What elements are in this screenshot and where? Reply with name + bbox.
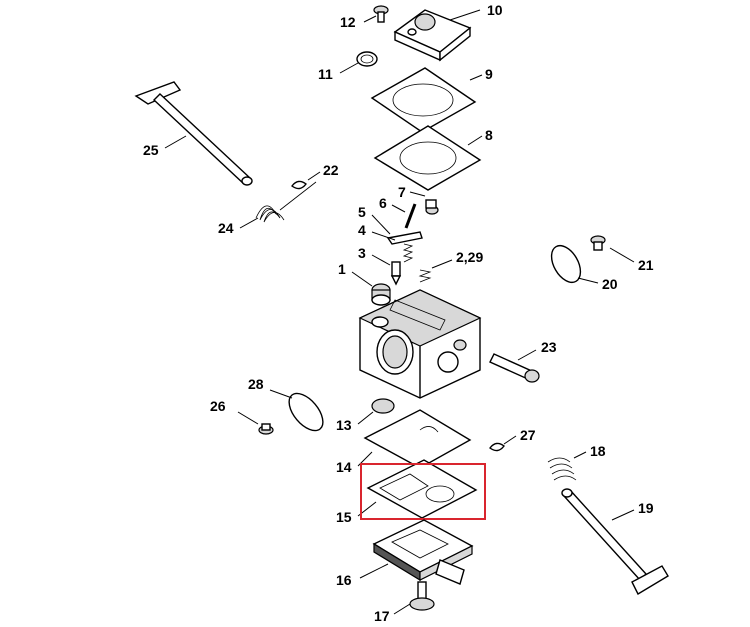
part-8-gasket[interactable] <box>373 125 483 191</box>
label-8: 8 <box>485 127 493 143</box>
label-22: 22 <box>323 162 339 178</box>
part-9-pump-diaphragm[interactable] <box>370 67 483 133</box>
part-6-pin[interactable] <box>391 203 417 229</box>
label-6: 6 <box>379 195 387 211</box>
part-16-metering-cover[interactable] <box>359 519 474 585</box>
label-28: 28 <box>248 376 264 392</box>
part-26-screw[interactable] <box>237 411 274 435</box>
label-27: 27 <box>520 427 536 443</box>
part-25-throttle-shaft[interactable] <box>134 81 253 186</box>
label-5: 5 <box>358 204 366 220</box>
label-13: 13 <box>336 417 352 433</box>
label-19: 19 <box>638 500 654 516</box>
part-15-highlight-box <box>360 463 486 520</box>
part-3-inlet-needle[interactable] <box>371 254 402 286</box>
part-19-choke-shaft[interactable] <box>561 488 669 595</box>
part-24-torsion-spring[interactable] <box>239 181 317 229</box>
part-13-fuel-screen[interactable] <box>357 398 395 425</box>
label-26: 26 <box>210 398 226 414</box>
label-16: 16 <box>336 572 352 588</box>
part-7-screw[interactable] <box>409 191 439 215</box>
label-11: 11 <box>318 66 333 82</box>
part-23-adjusting-screw[interactable] <box>489 349 540 383</box>
label-10: 10 <box>487 2 503 18</box>
label-17: 17 <box>374 608 390 624</box>
label-1: 1 <box>338 261 346 277</box>
label-9: 9 <box>485 66 493 82</box>
label-21: 21 <box>638 257 654 273</box>
part-17-screw[interactable] <box>393 581 435 615</box>
label-4: 4 <box>358 222 366 238</box>
label-14: 14 <box>336 459 352 475</box>
label-12: 12 <box>340 14 356 30</box>
part-12-screw[interactable] <box>363 5 389 23</box>
part-11-o-ring[interactable] <box>339 51 378 74</box>
label-20: 20 <box>602 276 618 292</box>
label-2-29: 2,29 <box>456 249 483 265</box>
part-10-pump-cover[interactable] <box>393 9 481 62</box>
label-24: 24 <box>218 220 234 236</box>
part-1-plug[interactable] <box>351 271 391 306</box>
part-2-29-spring[interactable] <box>418 259 453 283</box>
label-23: 23 <box>541 339 557 355</box>
part-22-clip[interactable] <box>291 171 321 190</box>
part-21-screw[interactable] <box>590 235 635 263</box>
part-15-gasket[interactable] <box>357 459 478 519</box>
label-25: 25 <box>143 142 159 158</box>
label-18: 18 <box>590 443 606 459</box>
part-27-clip[interactable] <box>489 435 517 452</box>
part-20-choke-valve[interactable] <box>546 241 599 288</box>
part-5-inlet-control-lever[interactable] <box>371 214 423 245</box>
part-4-spring[interactable] <box>371 231 414 263</box>
carburetor-body[interactable] <box>358 289 482 399</box>
part-28-throttle-valve[interactable] <box>269 387 329 436</box>
part-14-metering-diaphragm[interactable] <box>357 409 472 469</box>
label-15: 15 <box>336 509 352 525</box>
label-3: 3 <box>358 245 366 261</box>
part-18-spring[interactable] <box>547 451 587 481</box>
label-7: 7 <box>398 184 406 200</box>
